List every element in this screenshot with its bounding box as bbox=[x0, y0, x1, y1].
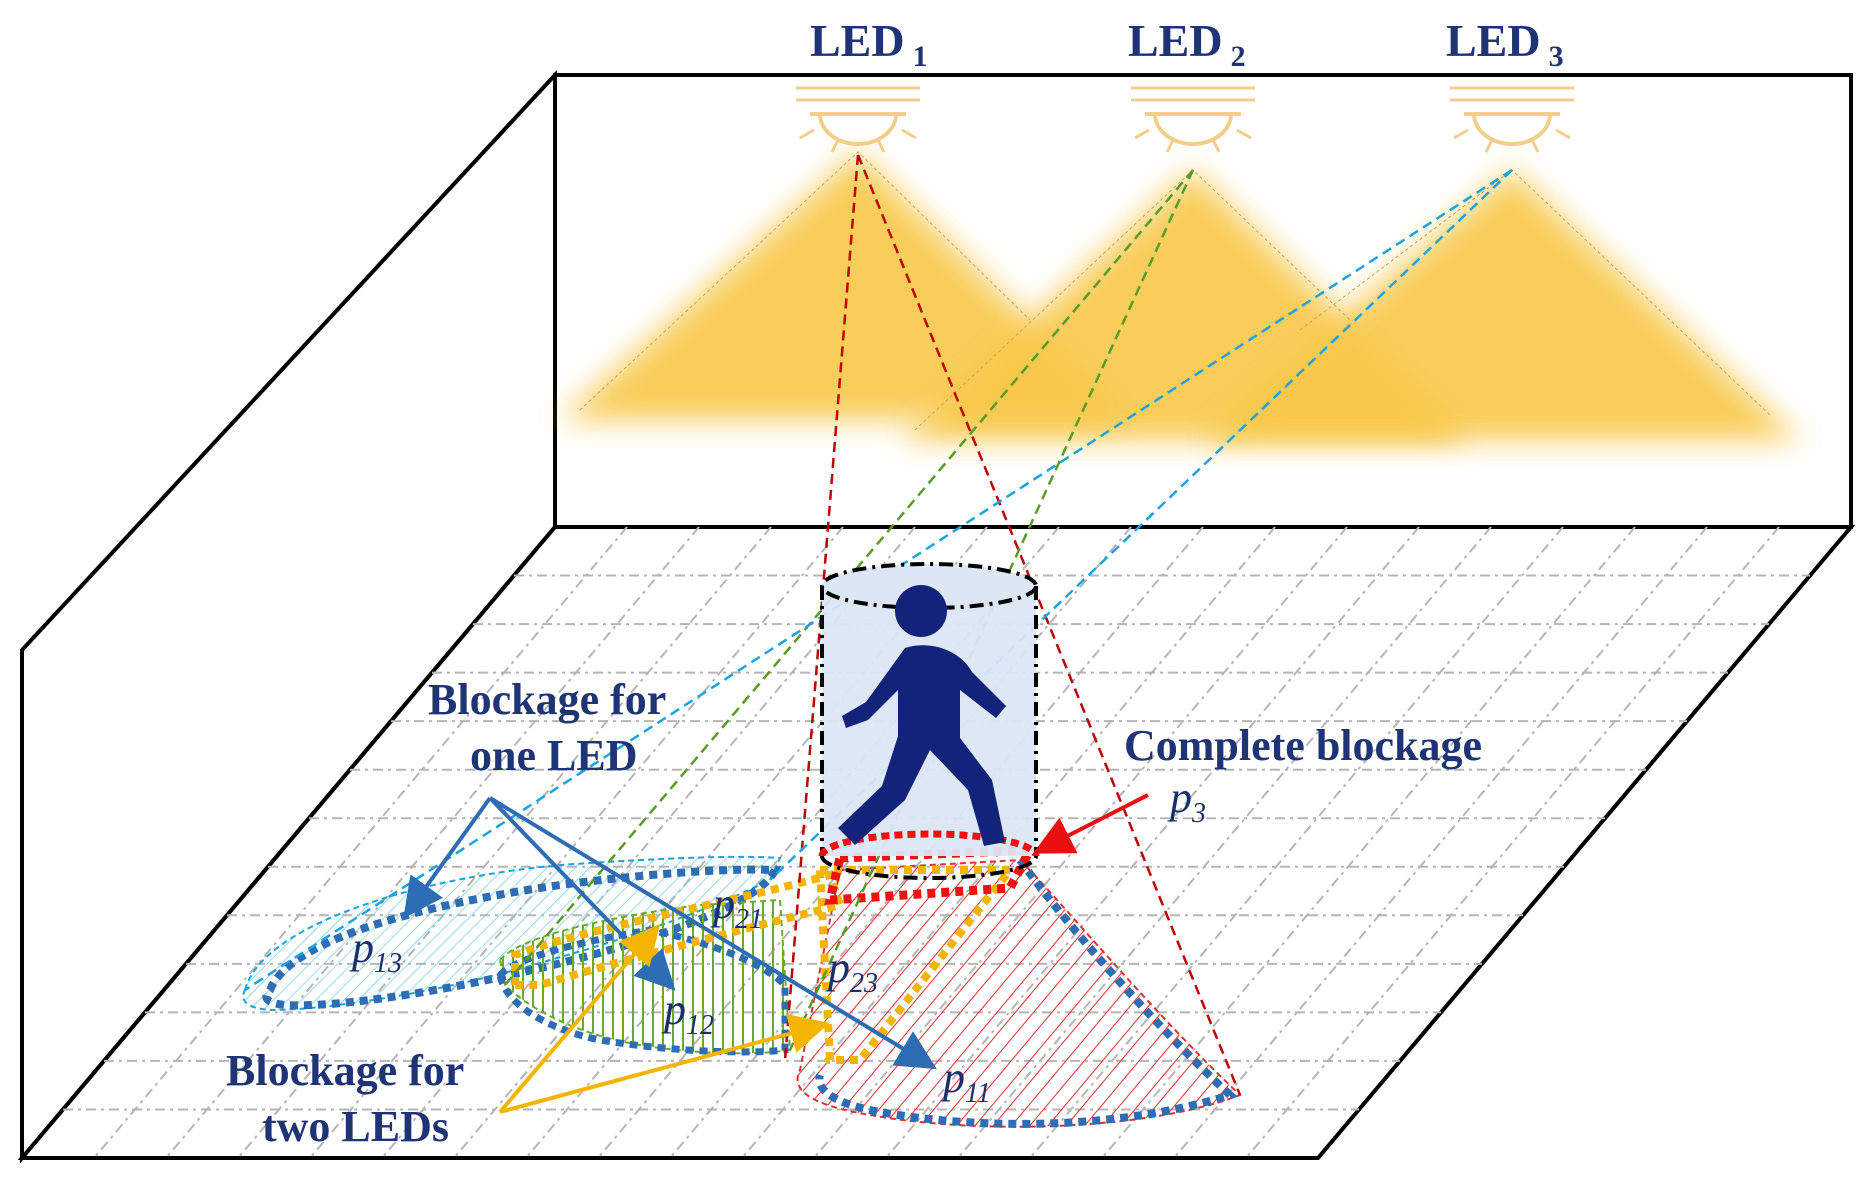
light-cone-led1 bbox=[560, 152, 1130, 420]
p23-sub: 23 bbox=[850, 968, 878, 999]
blockage-one-label-line1: Blockage for bbox=[428, 675, 666, 724]
cylinder-bottom-back bbox=[818, 830, 1040, 857]
led1-name: LED bbox=[810, 15, 905, 66]
led1-subscript: 1 bbox=[913, 40, 928, 73]
arrow-to-p23 bbox=[499, 1014, 830, 1114]
p3-sub: 3 bbox=[1191, 798, 1206, 829]
ray-led1-right bbox=[856, 154, 1242, 1096]
p12-base: p bbox=[661, 985, 686, 1034]
cylinder-bottom-front bbox=[820, 855, 1038, 880]
annotation-arrows bbox=[403, 793, 1149, 1114]
p11-sub: 11 bbox=[965, 1078, 991, 1109]
person-body bbox=[838, 645, 1006, 846]
p3-base: p bbox=[1167, 773, 1192, 822]
led-icons bbox=[796, 86, 1574, 153]
p21-base: p bbox=[710, 879, 735, 928]
arrow-to-p21 bbox=[498, 923, 661, 1114]
light-cone-led3 bbox=[1200, 170, 1800, 440]
region-label-p12: p12 bbox=[661, 985, 714, 1041]
blockage-two-label-line2: two LEDs bbox=[262, 1102, 449, 1151]
region-p12-outline bbox=[496, 926, 789, 1056]
person-head bbox=[895, 585, 947, 637]
lamp-icon-led2 bbox=[1131, 86, 1255, 153]
p13-sub: 13 bbox=[374, 948, 402, 979]
region-p21-outline bbox=[511, 870, 846, 989]
complete-blockage-label: Complete blockage bbox=[1124, 721, 1482, 770]
p21-sub: 21 bbox=[735, 904, 763, 935]
region-p13-outline bbox=[262, 865, 781, 1010]
region-label-p21: p21 bbox=[710, 879, 763, 935]
walking-person-icon bbox=[838, 585, 1006, 846]
p12-sub: 12 bbox=[686, 1010, 714, 1041]
p13-base: p bbox=[349, 923, 374, 972]
region-label-p11: p11 bbox=[940, 1053, 991, 1109]
arrow-to-p13 bbox=[403, 796, 492, 919]
region-label-p23: p23 bbox=[825, 943, 878, 999]
region-p11-outline bbox=[815, 857, 1238, 1128]
region-label-p3: p3 bbox=[1167, 773, 1206, 829]
p23-base: p bbox=[825, 943, 850, 992]
led3-name: LED bbox=[1446, 15, 1541, 66]
led3-subscript: 3 bbox=[1549, 40, 1564, 73]
blockage-two-label-line1: Blockage for bbox=[226, 1046, 464, 1095]
arrow-to-p3 bbox=[1032, 793, 1149, 854]
led2-name: LED bbox=[1128, 15, 1223, 66]
led2-subscript: 2 bbox=[1231, 40, 1246, 73]
p11-base: p bbox=[940, 1053, 965, 1102]
arrow-to-p11 bbox=[488, 796, 937, 1070]
light-cones bbox=[560, 151, 1800, 440]
annotation-labels: Blockage for one LED Blockage for two LE… bbox=[226, 675, 1482, 1151]
lamp-icon-led1 bbox=[796, 86, 920, 153]
lamp-icon-led3 bbox=[1450, 86, 1574, 153]
blockage-one-label-line2: one LED bbox=[470, 731, 637, 780]
cone-edge-led1 bbox=[579, 151, 1031, 411]
region-label-p13: p13 bbox=[349, 923, 402, 979]
